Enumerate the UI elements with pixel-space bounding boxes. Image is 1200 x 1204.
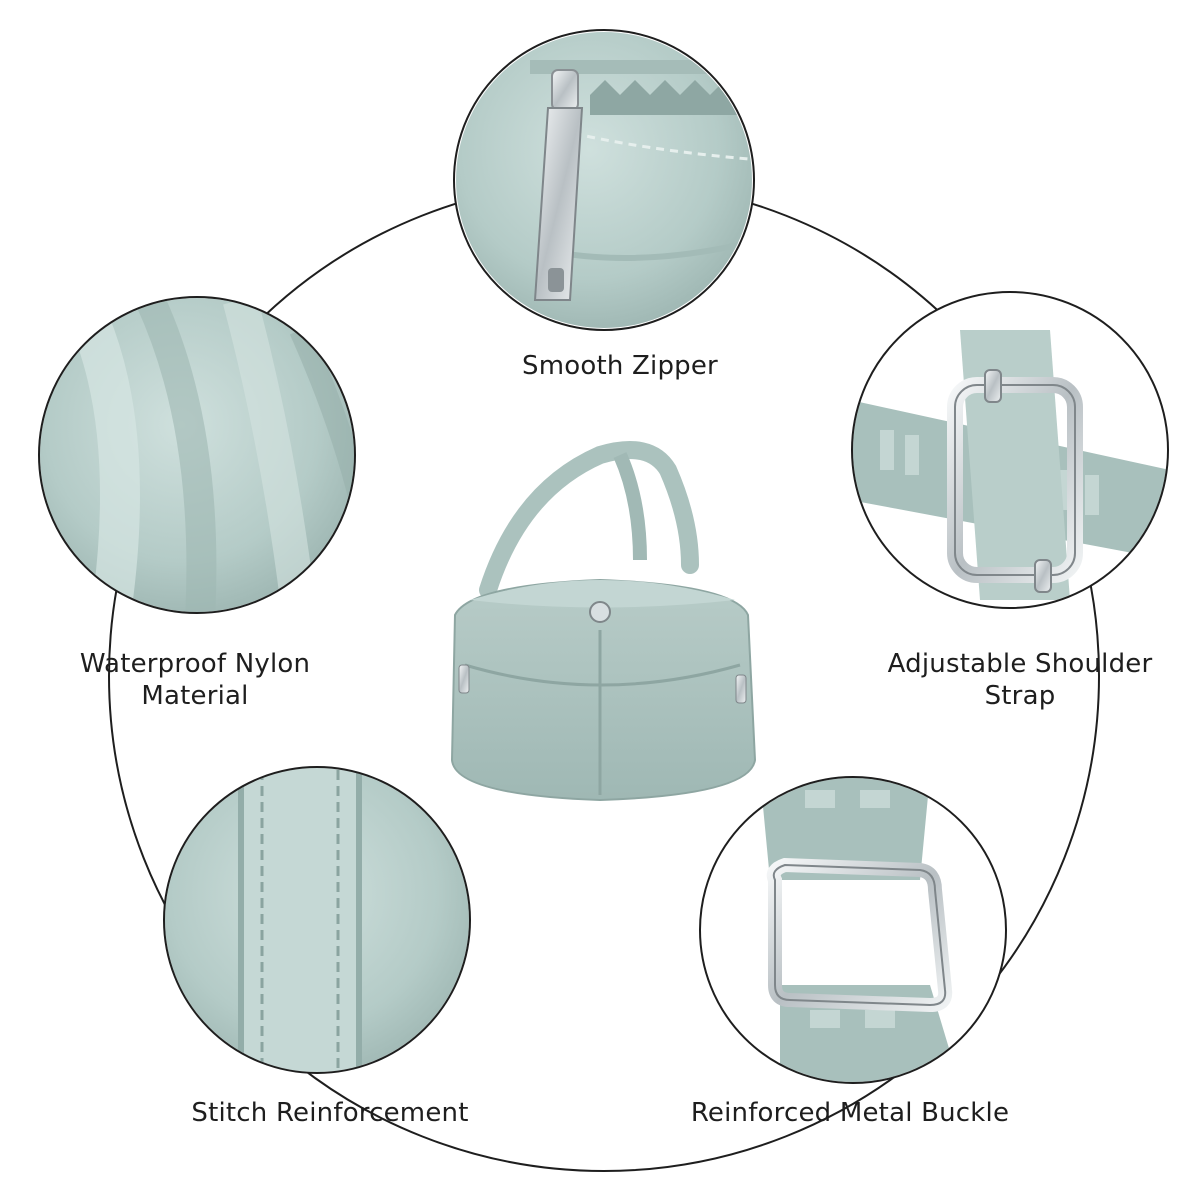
- feature-label-stitch: Stitch Reinforcement: [170, 1097, 490, 1129]
- stitch-label: Stitch Reinforcement: [191, 1098, 469, 1128]
- strap-slider-closeup-icon: [851, 291, 1169, 609]
- feature-label-buckle: Reinforced Metal Buckle: [670, 1097, 1030, 1129]
- feature-label-zipper: Smooth Zipper: [470, 350, 770, 382]
- crossbody-bag-icon: [450, 441, 757, 802]
- nylon-label-line2: Material: [141, 681, 249, 711]
- stitch-closeup-icon: [163, 766, 471, 1074]
- buckle-label: Reinforced Metal Buckle: [690, 1098, 1010, 1128]
- zipper-closeup-icon: [453, 29, 755, 331]
- nylon-fabric-closeup-icon: [38, 296, 356, 614]
- metal-buckle-closeup-icon: [699, 776, 1007, 1084]
- strap-label-line1: Adjustable Shoulder: [887, 649, 1153, 679]
- feature-label-strap: Adjustable Shoulder Strap: [860, 648, 1180, 712]
- strap-label-line2: Strap: [984, 681, 1056, 711]
- feature-label-nylon: Waterproof Nylon Material: [45, 648, 345, 712]
- nylon-label-line1: Waterproof Nylon: [79, 649, 311, 679]
- zipper-label: Smooth Zipper: [522, 351, 718, 381]
